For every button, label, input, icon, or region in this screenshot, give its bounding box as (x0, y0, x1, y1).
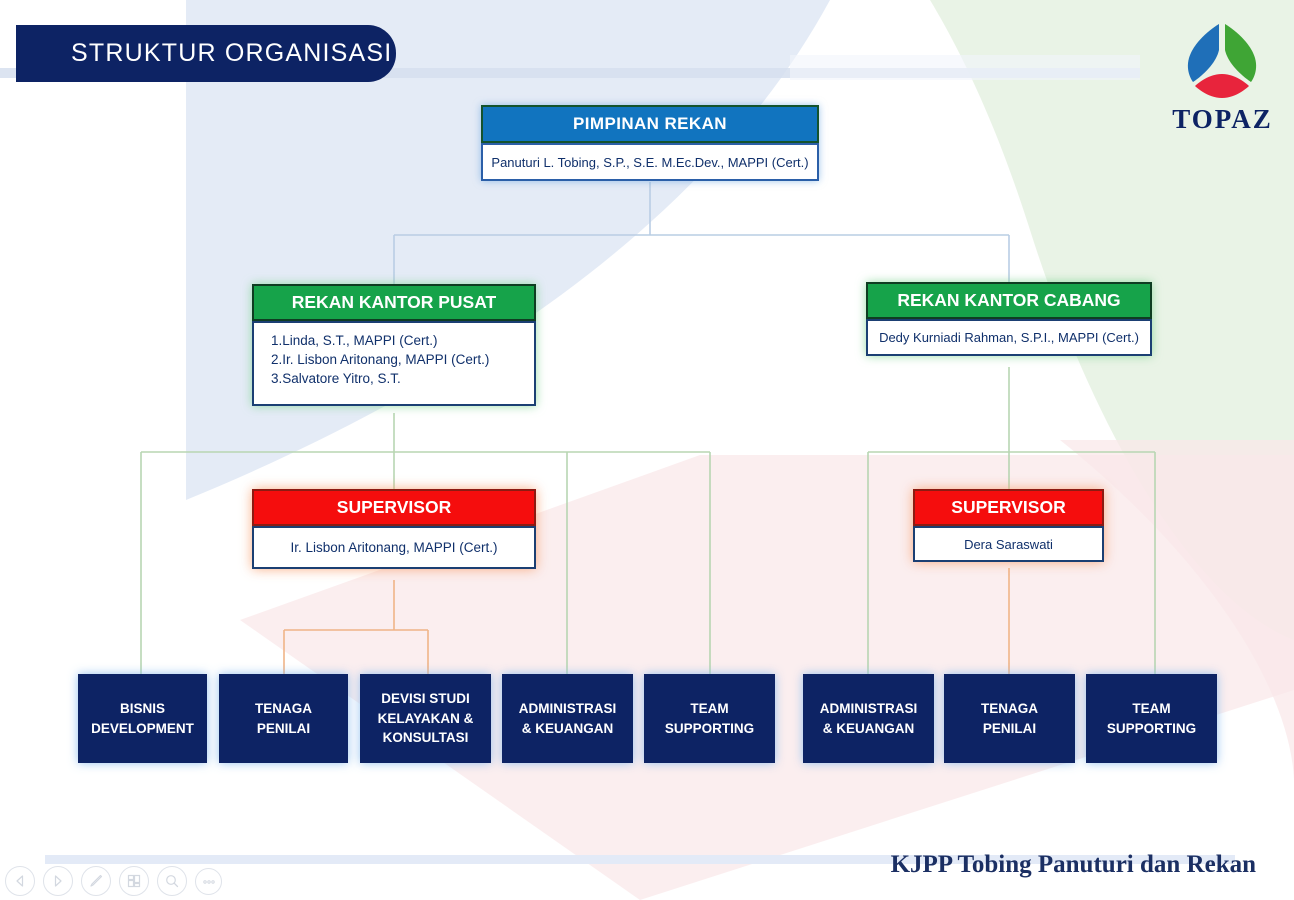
unit-label: DEVISI STUDI KELAYAKAN & KONSULTASI (378, 689, 474, 748)
node-unit-administrasi-keuangan-cabang[interactable]: ADMINISTRASI & KEUANGAN (803, 674, 934, 763)
unit-label: BISNIS DEVELOPMENT (91, 699, 194, 738)
node-body: 1.Linda, S.T., MAPPI (Cert.) 2.Ir. Lisbo… (252, 321, 536, 406)
node-body: Panuturi L. Tobing, S.P., S.E. M.Ec.Dev.… (481, 143, 819, 181)
unit-label-line2: SUPPORTING (1106, 720, 1197, 736)
unit-label-line2: DEVELOPMENT (91, 720, 194, 736)
node-unit-devisi-studi-kelayakan[interactable]: DEVISI STUDI KELAYAKAN & KONSULTASI (360, 674, 491, 763)
unit-label: TENAGA PENILAI (981, 699, 1038, 738)
unit-label-line3: KONSULTASI (382, 730, 469, 746)
unit-label: ADMINISTRASI & KEUANGAN (820, 699, 918, 738)
unit-label: TENAGA PENILAI (255, 699, 312, 738)
node-unit-bisnis-development[interactable]: BISNIS DEVELOPMENT (78, 674, 207, 763)
unit-label: ADMINISTRASI & KEUANGAN (519, 699, 617, 738)
unit-label-line2: PENILAI (256, 720, 311, 736)
member-list: 1.Linda, S.T., MAPPI (Cert.) 2.Ir. Lisbo… (271, 331, 489, 388)
pen-tool-button[interactable] (81, 866, 111, 896)
unit-label-line1: TEAM (690, 700, 729, 716)
unit-label-line2: KELAYAKAN & (377, 710, 474, 726)
unit-label: TEAM SUPPORTING (1107, 699, 1196, 738)
node-supervisor-cabang[interactable]: SUPERVISOR Dera Saraswati (913, 489, 1104, 562)
topaz-cube-icon (1187, 24, 1257, 98)
node-unit-tenaga-penilai-pusat[interactable]: TENAGA PENILAI (219, 674, 348, 763)
node-body: Dedy Kurniadi Rahman, S.P.I., MAPPI (Cer… (866, 319, 1152, 356)
more-options-icon (202, 879, 215, 884)
node-pimpinan-rekan[interactable]: PIMPINAN REKAN Panuturi L. Tobing, S.P.,… (481, 105, 819, 181)
node-rekan-kantor-cabang[interactable]: REKAN KANTOR CABANG Dedy Kurniadi Rahman… (866, 282, 1152, 356)
node-header: SUPERVISOR (913, 489, 1104, 526)
node-body: Ir. Lisbon Aritonang, MAPPI (Cert.) (252, 526, 536, 569)
presentation-toolbar (5, 866, 222, 896)
unit-label-line1: ADMINISTRASI (819, 700, 918, 716)
slide-title-banner: STRUKTUR ORGANISASI (16, 25, 396, 82)
node-header: PIMPINAN REKAN (481, 105, 819, 143)
next-slide-icon (54, 875, 62, 887)
logo-wordmark: TOPAZ (1172, 104, 1273, 134)
node-unit-administrasi-keuangan-pusat[interactable]: ADMINISTRASI & KEUANGAN (502, 674, 633, 763)
previous-slide-button[interactable] (5, 866, 35, 896)
node-supervisor-pusat[interactable]: SUPERVISOR Ir. Lisbon Aritonang, MAPPI (… (252, 489, 536, 569)
brand-logo: TOPAZ (1155, 8, 1290, 138)
unit-label-line1: BISNIS (119, 700, 165, 716)
node-rekan-kantor-pusat[interactable]: REKAN KANTOR PUSAT 1.Linda, S.T., MAPPI … (252, 284, 536, 406)
node-unit-tenaga-penilai-cabang[interactable]: TENAGA PENILAI (944, 674, 1075, 763)
slide-grid-icon (127, 874, 141, 888)
page-title: STRUKTUR ORGANISASI (71, 39, 393, 67)
pen-icon (90, 874, 103, 887)
unit-label-line1: TEAM (1132, 700, 1171, 716)
unit-label-line2: & KEUANGAN (521, 720, 614, 736)
node-unit-team-supporting-pusat[interactable]: TEAM SUPPORTING (644, 674, 775, 763)
node-unit-team-supporting-cabang[interactable]: TEAM SUPPORTING (1086, 674, 1217, 763)
list-item: 2.Ir. Lisbon Aritonang, MAPPI (Cert.) (271, 352, 490, 368)
all-slides-button[interactable] (119, 866, 149, 896)
magnifier-icon (166, 875, 179, 888)
unit-label-line1: TENAGA (981, 700, 1038, 716)
node-header: SUPERVISOR (252, 489, 536, 526)
node-header: REKAN KANTOR CABANG (866, 282, 1152, 319)
zoom-button[interactable] (157, 866, 187, 896)
previous-slide-icon (16, 875, 24, 887)
unit-label-line1: DEVISI STUDI (381, 691, 470, 707)
list-item: 1.Linda, S.T., MAPPI (Cert.) (271, 333, 438, 348)
unit-label-line1: TENAGA (255, 700, 312, 716)
more-options-button[interactable] (195, 868, 222, 895)
unit-label: TEAM SUPPORTING (665, 699, 754, 738)
unit-label-line2: PENILAI (982, 720, 1037, 736)
unit-label-line2: & KEUANGAN (822, 720, 915, 736)
node-body: Dera Saraswati (913, 526, 1104, 562)
next-slide-button[interactable] (43, 866, 73, 896)
footer-company-name: KJPP Tobing Panuturi dan Rekan (890, 851, 1256, 878)
unit-label-line2: SUPPORTING (664, 720, 755, 736)
unit-label-line1: ADMINISTRASI (518, 700, 617, 716)
list-item: 3.Salvatore Yitro, S.T. (271, 371, 401, 387)
node-header: REKAN KANTOR PUSAT (252, 284, 536, 321)
